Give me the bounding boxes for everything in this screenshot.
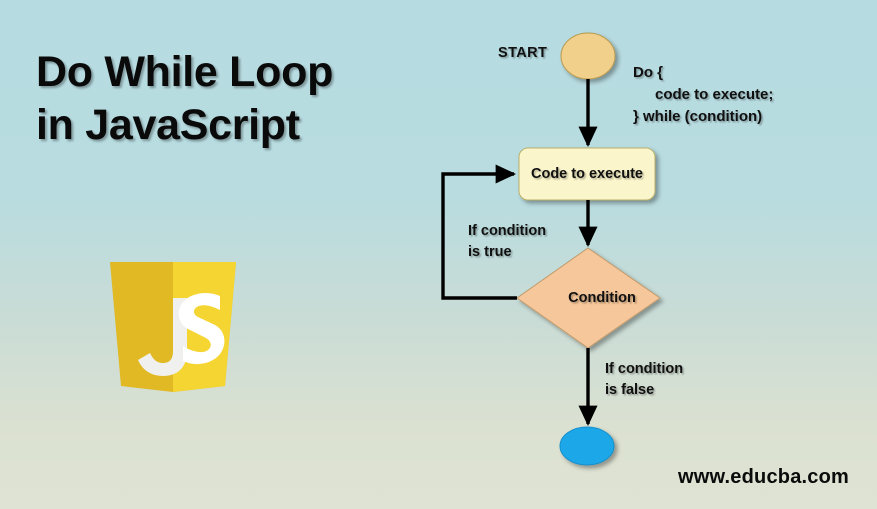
true-branch-line-2: is true <box>468 244 512 261</box>
decision-node-label: Condition <box>568 290 636 306</box>
false-branch-line-1: If condition <box>605 361 684 377</box>
code-snippet: Do { code to execute; } while (condition… <box>633 62 773 129</box>
watermark-url: www.educba.com <box>678 466 849 488</box>
code-snippet-line-2: code to execute; <box>655 86 774 104</box>
false-branch-line-2: is false <box>605 382 655 399</box>
code-snippet-line-3: } while (condition) <box>633 108 763 126</box>
false-branch-label: If condition is false <box>605 359 683 401</box>
true-branch-label: If condition is true <box>468 221 546 263</box>
process-node-label: Code to execute <box>531 166 643 182</box>
true-branch-line-1: If condition <box>468 223 547 239</box>
title-line-1: Do While Loop <box>36 48 334 96</box>
title-line-2: in JavaScript <box>36 101 300 150</box>
start-node-label: START <box>498 45 548 61</box>
javascript-logo <box>108 260 238 392</box>
end-node <box>559 426 615 466</box>
code-snippet-line-1: Do { <box>633 64 663 81</box>
start-node <box>560 32 616 80</box>
page-title: Do While Loop in JavaScript <box>36 46 416 153</box>
